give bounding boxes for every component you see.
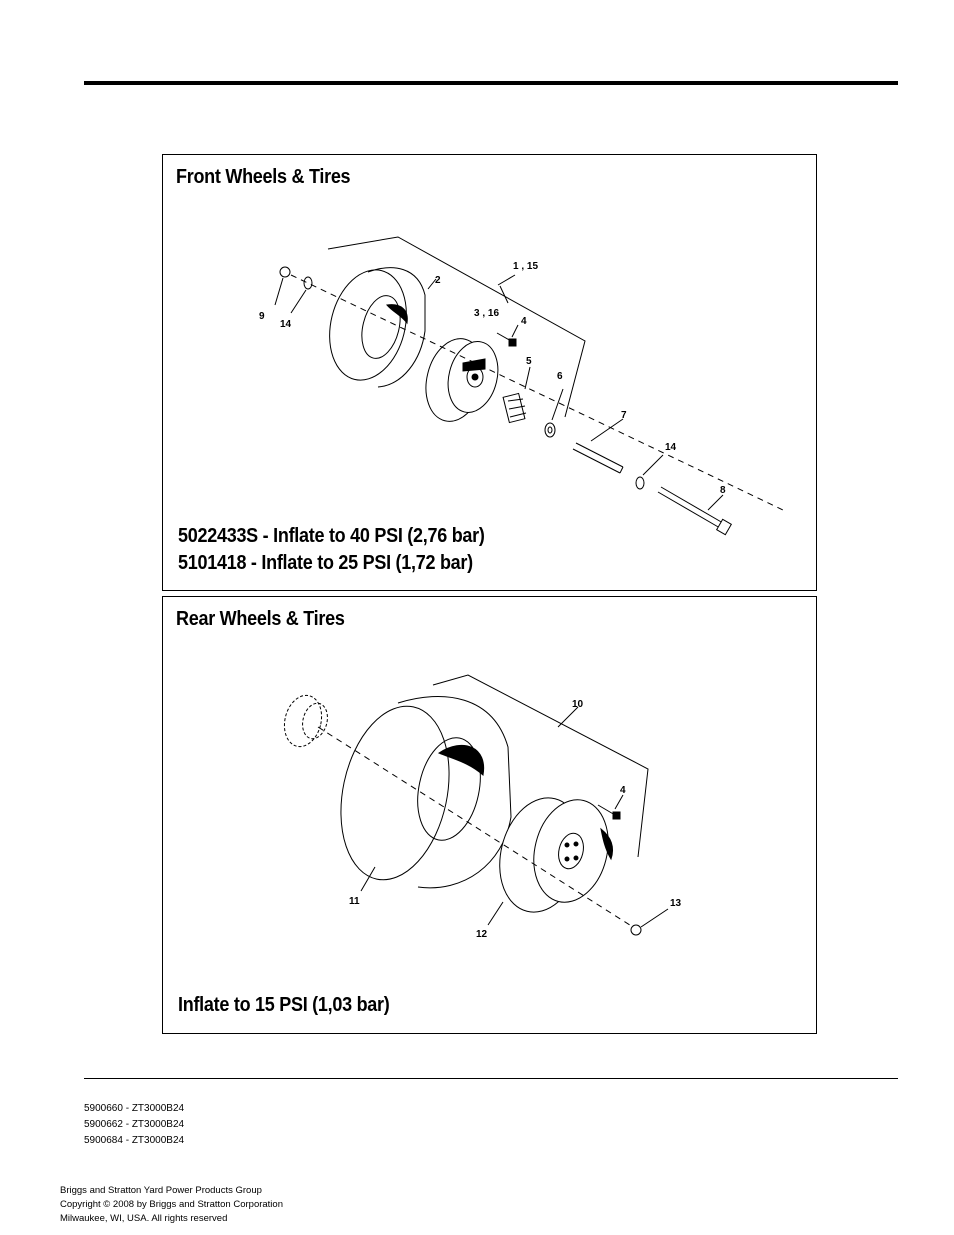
callout-8: 8 xyxy=(720,485,726,496)
front-wheels-panel: Front Wheels & Tires xyxy=(162,154,817,591)
callout-10: 10 xyxy=(572,699,584,710)
rear-wheels-panel: Rear Wheels & Tires xyxy=(162,596,817,1034)
model-line: 5900660 - ZT3000B24 xyxy=(84,1103,185,1114)
rear-assembly-bracket-line xyxy=(432,674,649,858)
callout-9: 9 xyxy=(259,311,265,322)
rear-rim-part xyxy=(499,797,614,913)
address-line: Milwaukee, WI, USA. All rights reserved xyxy=(60,1213,228,1224)
callout-4: 4 xyxy=(521,316,527,327)
callout-1-15: 1 , 15 xyxy=(513,261,538,272)
rear-tire-part xyxy=(340,696,512,889)
front-inflate-line-2: 5101418 - Inflate to 25 PSI (1,72 bar) xyxy=(178,552,473,574)
callout-6: 6 xyxy=(557,371,563,382)
front-tire-part xyxy=(329,267,426,388)
callout-2: 2 xyxy=(435,275,441,286)
rear-callout-4: 4 xyxy=(620,785,626,796)
callout-14-left: 14 xyxy=(280,319,292,330)
rear-axis-centerline xyxy=(317,726,634,928)
callout-11: 11 xyxy=(349,896,360,907)
rear-panel-title: Rear Wheels & Tires xyxy=(176,608,345,630)
rear-valve-stem-part xyxy=(597,804,616,816)
callout-5: 5 xyxy=(526,356,532,367)
front-rim-part xyxy=(425,338,499,422)
valve-stem-part xyxy=(496,332,517,347)
copyright-block: Briggs and Stratton Yard Power Products … xyxy=(60,1184,283,1226)
spacer-tube-part xyxy=(572,442,624,474)
axis-centerline xyxy=(290,274,784,511)
model-number-list: 5900660 - ZT3000B24 5900662 - ZT3000B24 … xyxy=(84,1101,184,1149)
company-line: Briggs and Stratton Yard Power Products … xyxy=(60,1185,262,1196)
washer-left-part xyxy=(303,276,313,290)
assembly-bracket-line xyxy=(327,236,586,418)
lug-nut-part xyxy=(630,924,642,936)
washer-14-part xyxy=(635,476,645,490)
model-line: 5900662 - ZT3000B24 xyxy=(84,1119,185,1130)
header-rule xyxy=(84,81,898,85)
rear-wheel-exploded-diagram: 10 4 11 12 13 xyxy=(283,674,682,940)
front-wheel-exploded-diagram: 1 , 15 2 3 , 16 4 5 6 7 14 8 9 14 xyxy=(259,236,784,536)
footer-rule xyxy=(84,1078,898,1079)
copyright-line: Copyright © 2008 by Briggs and Stratton … xyxy=(60,1199,283,1210)
model-line: 5900684 - ZT3000B24 xyxy=(84,1135,185,1146)
callout-7: 7 xyxy=(621,410,627,421)
callout-12: 12 xyxy=(476,929,488,940)
axle-bolt-part xyxy=(657,486,733,536)
hub-part xyxy=(283,694,328,748)
front-inflate-line-1: 5022433S - Inflate to 40 PSI (2,76 bar) xyxy=(178,525,485,547)
callout-3-16: 3 , 16 xyxy=(474,308,499,319)
rear-inflate-line: Inflate to 15 PSI (1,03 bar) xyxy=(178,994,390,1016)
bearing-part xyxy=(502,392,527,424)
lock-nut-part xyxy=(279,266,291,278)
front-panel-title: Front Wheels & Tires xyxy=(176,166,351,188)
callout-13: 13 xyxy=(670,898,682,909)
washer-part xyxy=(544,422,556,438)
callout-14-right: 14 xyxy=(665,442,677,453)
